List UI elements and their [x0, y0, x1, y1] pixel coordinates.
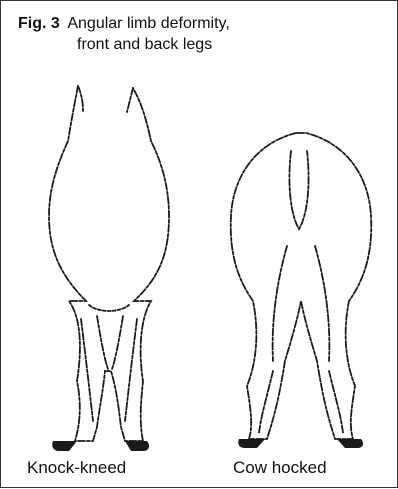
knock-kneed-hoof-left	[52, 441, 77, 451]
knock-kneed-body-outline	[49, 86, 169, 441]
knock-kneed-illustration	[49, 86, 169, 441]
knock-kneed-chest	[89, 305, 129, 311]
knock-kneed-hoof-right	[125, 441, 149, 451]
knock-kneed-inner-left	[97, 316, 108, 369]
cow-hocked-inner-left	[273, 246, 287, 361]
knock-kneed-inner-right	[112, 316, 123, 369]
cow-hocked-hock-right	[329, 371, 343, 433]
cow-hocked-inner-right	[315, 246, 329, 361]
cow-hocked-body-outline	[231, 133, 372, 439]
cow-hocked-hoof-left	[238, 439, 265, 448]
knock-kneed-neck-right	[127, 88, 133, 112]
cow-hocked-tail	[289, 151, 308, 229]
cow-hocked-label: Cow hocked	[233, 458, 327, 478]
knock-kneed-neck-left	[78, 86, 83, 111]
knock-kneed-leg-line-left	[81, 319, 93, 421]
cow-hocked-illustration	[231, 133, 372, 439]
knock-kneed-leg-line-right	[125, 319, 137, 421]
cow-hocked-hoof-right	[337, 439, 363, 448]
knock-kneed-label: Knock-kneed	[27, 458, 126, 478]
